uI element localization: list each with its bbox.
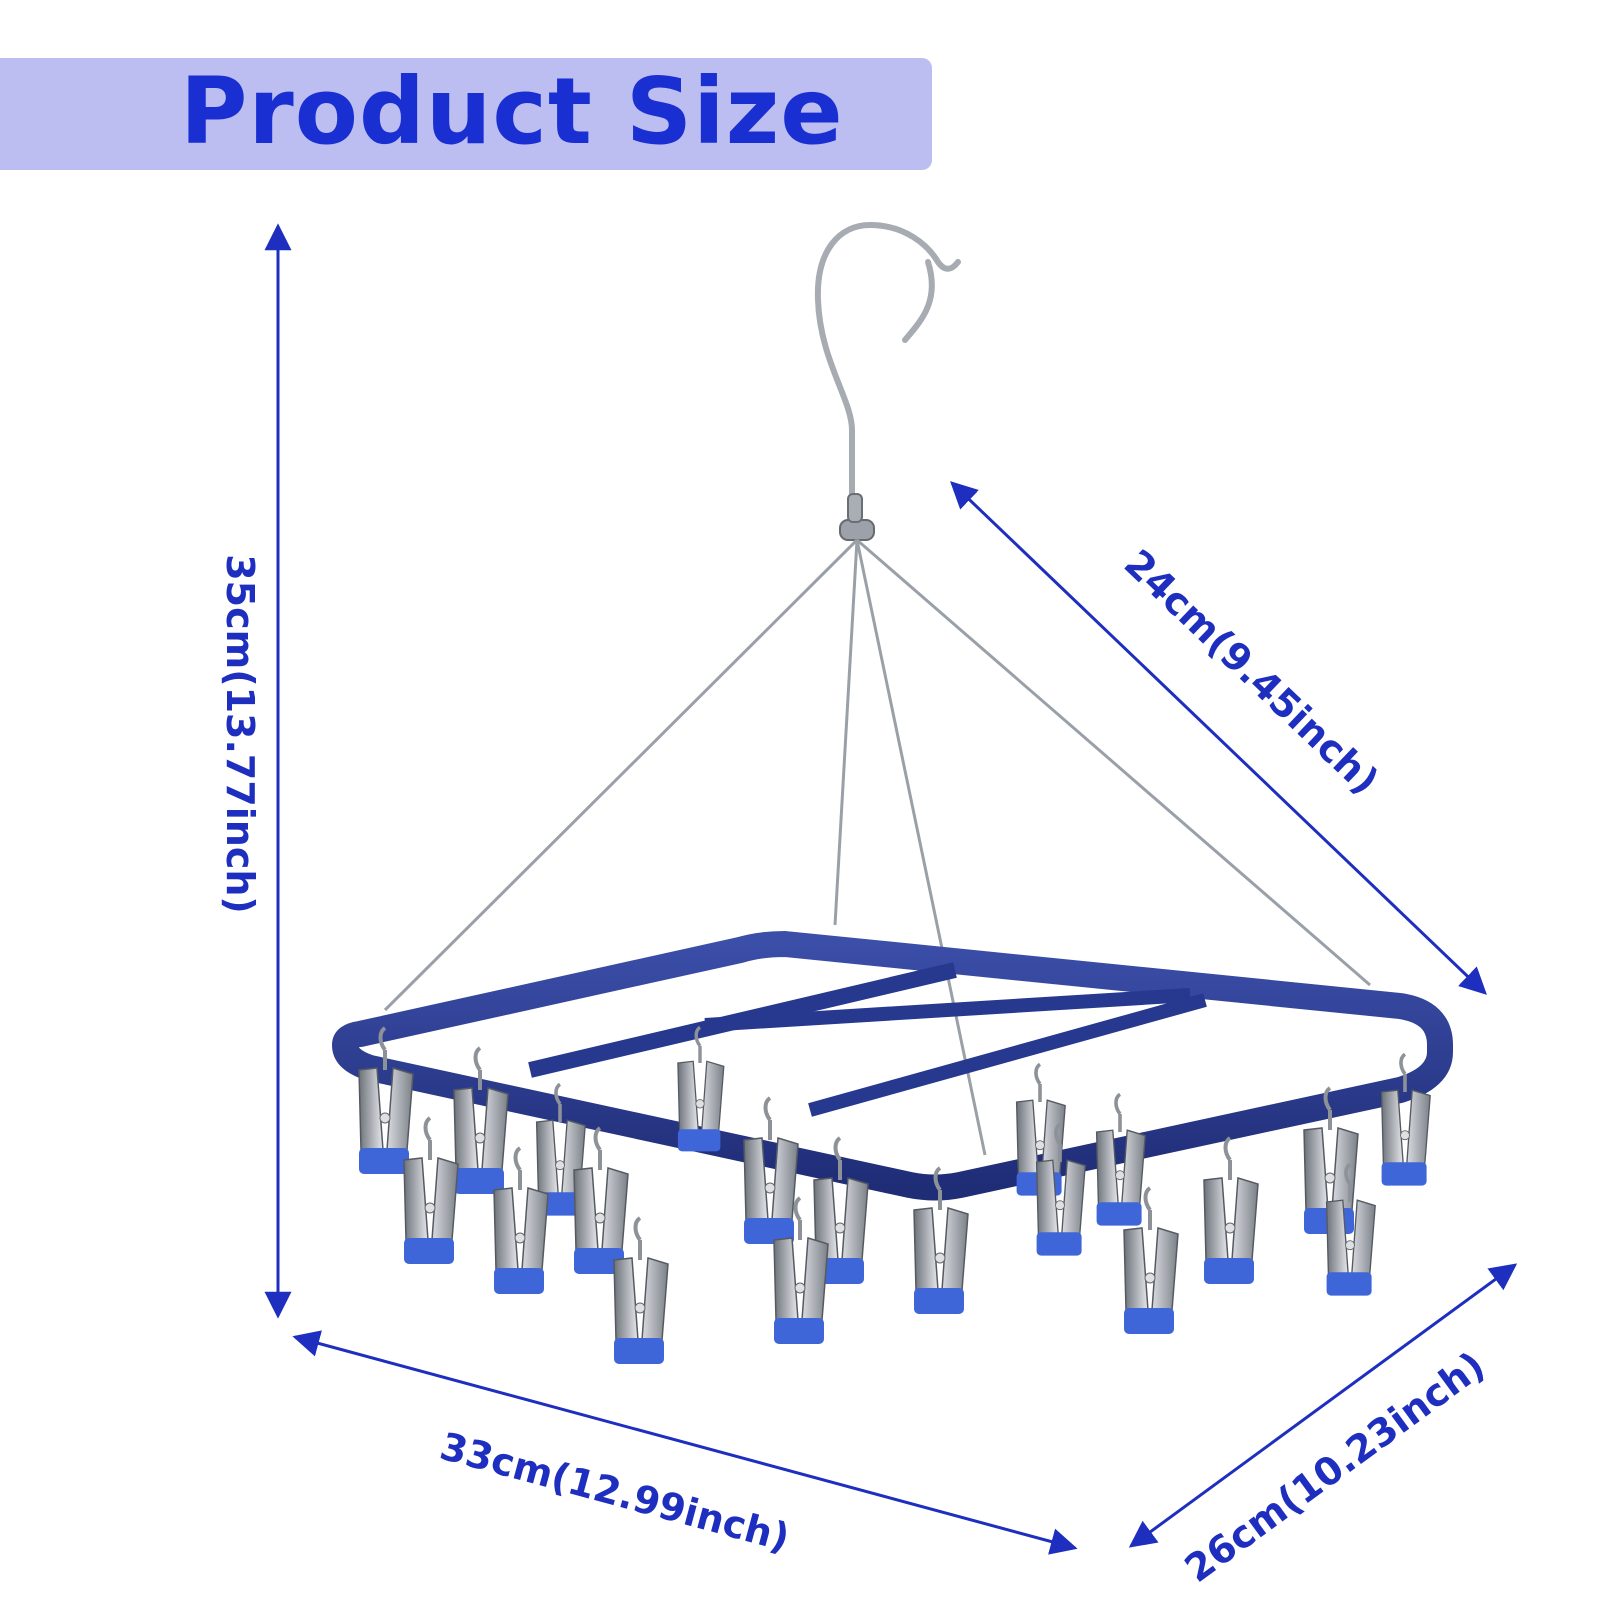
clothespin-clip	[1035, 1122, 1086, 1256]
depth-bottom-arrow	[1128, 1263, 1518, 1548]
clothespin-clip	[1203, 1136, 1259, 1284]
width-arrow	[292, 1330, 1078, 1555]
clothespin-clip	[613, 1216, 669, 1364]
clothespin-clip	[493, 1146, 549, 1294]
clothespin-clip	[1325, 1162, 1376, 1296]
clothespin-clip	[1123, 1186, 1179, 1334]
clothespin-clip	[743, 1096, 799, 1244]
clothespin-clip	[773, 1196, 829, 1344]
clothespin-clip	[403, 1116, 459, 1264]
page-title: Product Size	[180, 58, 844, 165]
hanger-frame	[332, 931, 1453, 1201]
clothespin-clip	[1095, 1092, 1146, 1226]
hook	[814, 221, 961, 497]
clothespin-clips	[358, 1025, 1431, 1364]
title-banner	[0, 58, 932, 170]
suspension-wires	[383, 538, 1371, 1156]
height-label: 35cm(13.77inch)	[217, 554, 262, 914]
clothespin-clip	[913, 1166, 969, 1314]
clothespin-clip	[1380, 1052, 1431, 1186]
depth-top-arrow	[950, 481, 1487, 995]
clothespin-clip	[453, 1046, 509, 1194]
clothespin-clip	[573, 1126, 629, 1274]
clothespin-clip	[358, 1026, 414, 1174]
clothespin-clip	[677, 1025, 725, 1152]
